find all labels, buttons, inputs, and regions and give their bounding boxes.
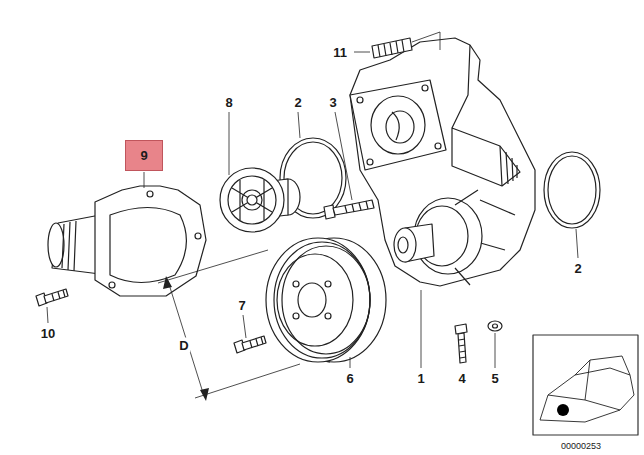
callout-number: 10 (39, 326, 57, 341)
dimension-label: D (177, 338, 190, 353)
callout-number: 3 (327, 95, 338, 110)
callout-number: 11 (331, 45, 349, 60)
callout-number: 7 (236, 298, 247, 313)
callout-number: 2 (572, 261, 583, 276)
callout-number: 6 (344, 371, 355, 386)
callout-number: 5 (489, 371, 500, 386)
diagram-code: 00000253 (559, 441, 603, 452)
callout-number: 4 (456, 371, 467, 386)
callout-number: 1 (415, 371, 426, 386)
callout-number: 8 (223, 95, 234, 110)
callout-number: 9 (140, 149, 147, 162)
highlighted-callout: 9 (125, 140, 163, 171)
callout-number: 2 (292, 95, 303, 110)
